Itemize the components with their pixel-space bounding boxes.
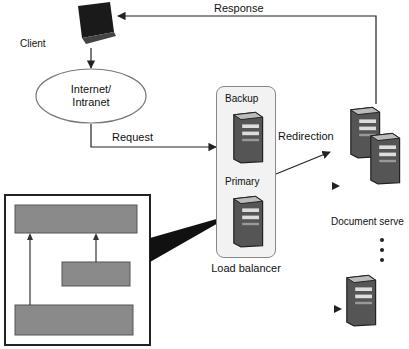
edge-label: Redirection — [276, 130, 336, 143]
callout-box — [5, 195, 150, 345]
backup-server: Backup — [221, 91, 271, 171]
network-ellipse: Internet/ Intranet — [35, 68, 147, 124]
document-servers: Document serve — [330, 100, 406, 340]
monitor-icon — [72, 2, 118, 48]
server-icon — [366, 130, 402, 186]
server-icon — [229, 109, 265, 165]
node-label: Internet/ Intranet — [60, 83, 122, 108]
internal-arrow — [29, 237, 30, 305]
server-icon — [342, 272, 378, 328]
node-label: Backup — [225, 93, 258, 105]
arrow-head — [93, 233, 99, 240]
arrow-head — [27, 233, 33, 240]
client-computer: Client — [72, 2, 118, 48]
primary-server: Primary — [221, 173, 271, 255]
internal-arrow — [95, 237, 96, 262]
connector-arrow — [276, 152, 330, 174]
server-icon — [229, 193, 265, 249]
module-block — [15, 205, 137, 233]
edge-label: Request — [110, 131, 155, 144]
node-label: Load balancer — [211, 262, 281, 275]
edge-label: Response — [212, 2, 266, 15]
connector-arrow — [90, 48, 91, 68]
node-label: Primary — [225, 176, 259, 188]
module-block — [62, 262, 130, 286]
load-balancer-group: Load balancerBackupPrimary — [216, 86, 276, 258]
module-block — [15, 305, 133, 335]
connector-arrow — [91, 124, 216, 147]
node-label: Client — [20, 38, 46, 50]
node-label: Document serve — [331, 216, 404, 228]
